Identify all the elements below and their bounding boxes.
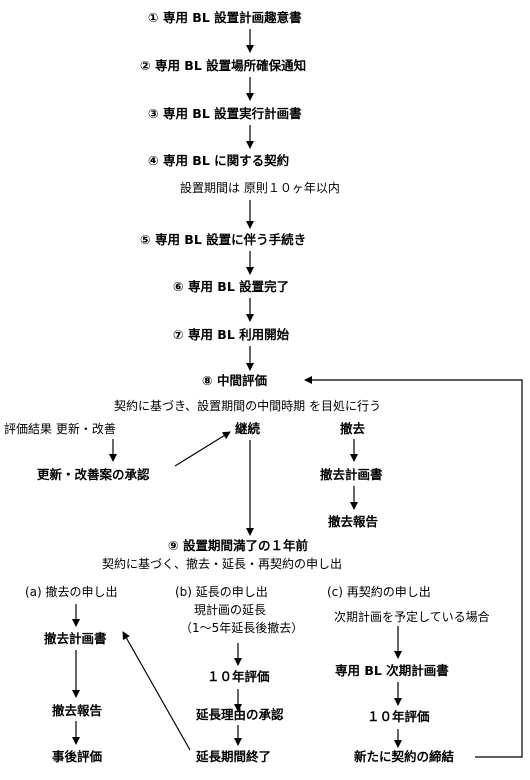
branch-a-title: (a) 撤去の申し出 <box>25 585 118 599</box>
branch-c-next-plan: 専用 BL 次期計画書 <box>335 663 449 678</box>
step-9-label: 設置期間満了の１年前 <box>182 538 308 553</box>
step-4-num: ④ <box>148 153 159 168</box>
branch-a-plan: 撤去計画書 <box>44 631 107 646</box>
step-3: ③ 専用 BL 設置実行計画書 <box>148 106 302 121</box>
step-2-num: ② <box>140 58 151 73</box>
branch-c-eval10: １０年評価 <box>367 709 430 724</box>
branch-b-note-1: 現計画の延長 <box>194 603 267 617</box>
step-7-num: ⑦ <box>173 327 184 342</box>
step-8-label: 中間評価 <box>216 373 267 388</box>
branch-b-note-2: （1～5年延長後撤去） <box>180 621 304 635</box>
step-6-label: 専用 BL 設置完了 <box>187 279 290 294</box>
step-7-label: 専用 BL 利用開始 <box>187 327 290 342</box>
step-7: ⑦ 専用 BL 利用開始 <box>173 327 290 342</box>
branch-b-approval: 延長理由の承認 <box>196 707 284 722</box>
step-6-num: ⑥ <box>173 279 184 294</box>
remove-label: 撤去 <box>340 421 366 436</box>
arrow-b-end-to-a-plan <box>122 631 191 751</box>
branch-c-note: 次期計画を予定している場合 <box>334 610 490 624</box>
step-2: ② 専用 BL 設置場所確保通知 <box>140 58 307 73</box>
step-5-num: ⑤ <box>140 232 151 247</box>
branch-b-end: 延長期間終了 <box>196 749 272 764</box>
update-approval: 更新・改善案の承認 <box>37 467 150 482</box>
continue-label: 継続 <box>235 421 261 436</box>
remove-report: 撤去報告 <box>328 514 379 529</box>
midterm-note: 契約に基づき、設置期間の中間時期 を目処に行う <box>114 399 381 413</box>
step-1-label: 専用 BL 設置計画趣意書 <box>162 10 302 25</box>
branch-c-title: (c) 再契約の申し出 <box>327 585 431 599</box>
step-6: ⑥ 専用 BL 設置完了 <box>173 279 290 294</box>
remove-plan: 撤去計画書 <box>320 467 383 482</box>
arrow-loop-to-midterm <box>304 376 523 758</box>
step-2-label: 専用 BL 設置場所確保通知 <box>154 58 307 73</box>
expiry-note: 契約に基づく、撤去・延長・再契約の申し出 <box>102 557 343 571</box>
branch-a-post-eval: 事後評価 <box>52 749 103 764</box>
step-9: ⑨ 設置期間満了の１年前 <box>168 538 308 553</box>
step-5: ⑤ 専用 BL 設置に伴う手続き <box>140 232 307 247</box>
step-4: ④ 専用 BL に関する契約 <box>148 153 290 168</box>
contract-period-note: 設置期間は 原則１０ヶ年以内 <box>180 181 340 195</box>
branch-c-new-contract: 新たに契約の締結 <box>354 749 455 764</box>
step-1: ① 専用 BL 設置計画趣意書 <box>148 10 302 25</box>
step-8: ⑧ 中間評価 <box>202 373 267 388</box>
branch-a-report: 撤去報告 <box>52 703 103 718</box>
step-1-num: ① <box>148 10 159 25</box>
step-5-label: 専用 BL 設置に伴う手続き <box>154 232 307 247</box>
step-3-num: ③ <box>148 106 159 121</box>
step-8-num: ⑧ <box>202 373 213 388</box>
step-9-num: ⑨ <box>168 538 179 553</box>
branch-b-eval10: １０年評価 <box>207 669 270 684</box>
step-3-label: 専用 BL 設置実行計画書 <box>162 106 302 121</box>
step-4-label: 専用 BL に関する契約 <box>162 153 290 168</box>
midterm-result-label: 評価結果 更新・改善 <box>4 422 116 436</box>
arrow-approval-continue <box>174 431 231 467</box>
branch-b-title: (b) 延長の申し出 <box>175 585 268 599</box>
